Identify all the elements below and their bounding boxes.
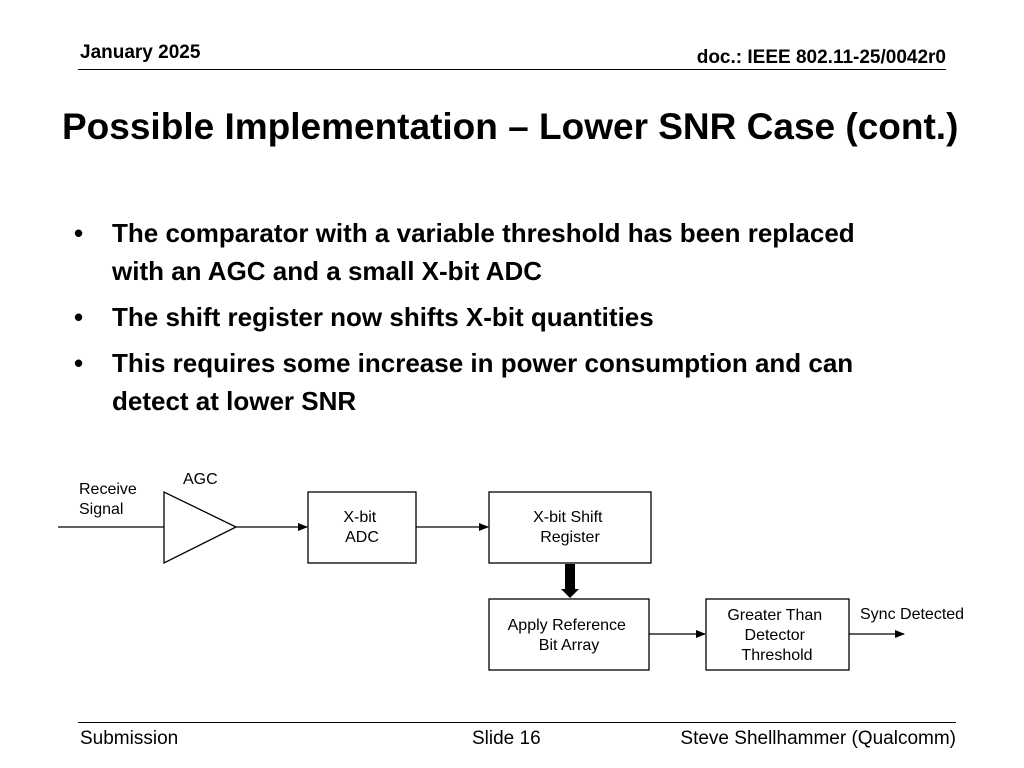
shift-register-block xyxy=(488,491,652,564)
bullet-list: • The comparator with a variable thresho… xyxy=(74,214,944,428)
footer-author: Steve Shellhammer (Qualcomm) xyxy=(680,728,956,749)
receive-signal-label: Receive Signal xyxy=(79,481,141,518)
bullet-item: • The shift register now shifts X-bit qu… xyxy=(74,298,944,336)
bullet-marker: • xyxy=(74,302,84,332)
bullet-text-line: The comparator with a variable threshold… xyxy=(112,218,855,248)
bullet-item: • The comparator with a variable thresho… xyxy=(74,214,944,290)
bullet-text-line: with an AGC and a small X-bit ADC xyxy=(112,256,543,286)
apply-reference-label: Apply Reference Bit Array xyxy=(508,617,631,654)
thick-down-arrow-head xyxy=(561,589,579,598)
threshold-detector-label: Greater Than Detector Threshold xyxy=(727,607,826,664)
apply-reference-block xyxy=(488,598,650,671)
header-date: January 2025 xyxy=(80,42,201,63)
slide-title: Possible Implementation – Lower SNR Case… xyxy=(62,106,959,147)
bullet-text-line: The shift register now shifts X-bit quan… xyxy=(112,302,654,332)
bullet-text-line: This requires some increase in power con… xyxy=(112,348,854,378)
block-diagram: Receive Signal AGC X-bit ADC X-bit Shift… xyxy=(58,471,964,671)
footer-rule xyxy=(78,722,956,723)
header-rule xyxy=(78,69,946,70)
bullet-text-line: detect at lower SNR xyxy=(112,386,357,416)
agc-label: AGC xyxy=(183,471,218,488)
header-doc-id: doc.: IEEE 802.11-25/0042r0 xyxy=(696,47,946,68)
bullet-marker: • xyxy=(74,218,84,248)
adc-block xyxy=(307,491,417,564)
adc-label: X-bit ADC xyxy=(343,509,380,546)
footer-submission: Submission xyxy=(80,728,179,749)
footer-slide-number: Slide 16 xyxy=(472,728,541,749)
bullet-item: • This requires some increase in power c… xyxy=(74,344,944,420)
shift-register-label: X-bit Shift Register xyxy=(533,509,607,546)
sync-detected-label: Sync Detected xyxy=(860,606,964,623)
bullet-marker: • xyxy=(74,348,84,378)
thick-down-arrow-shaft xyxy=(565,564,575,590)
agc-amplifier-icon xyxy=(163,490,238,565)
